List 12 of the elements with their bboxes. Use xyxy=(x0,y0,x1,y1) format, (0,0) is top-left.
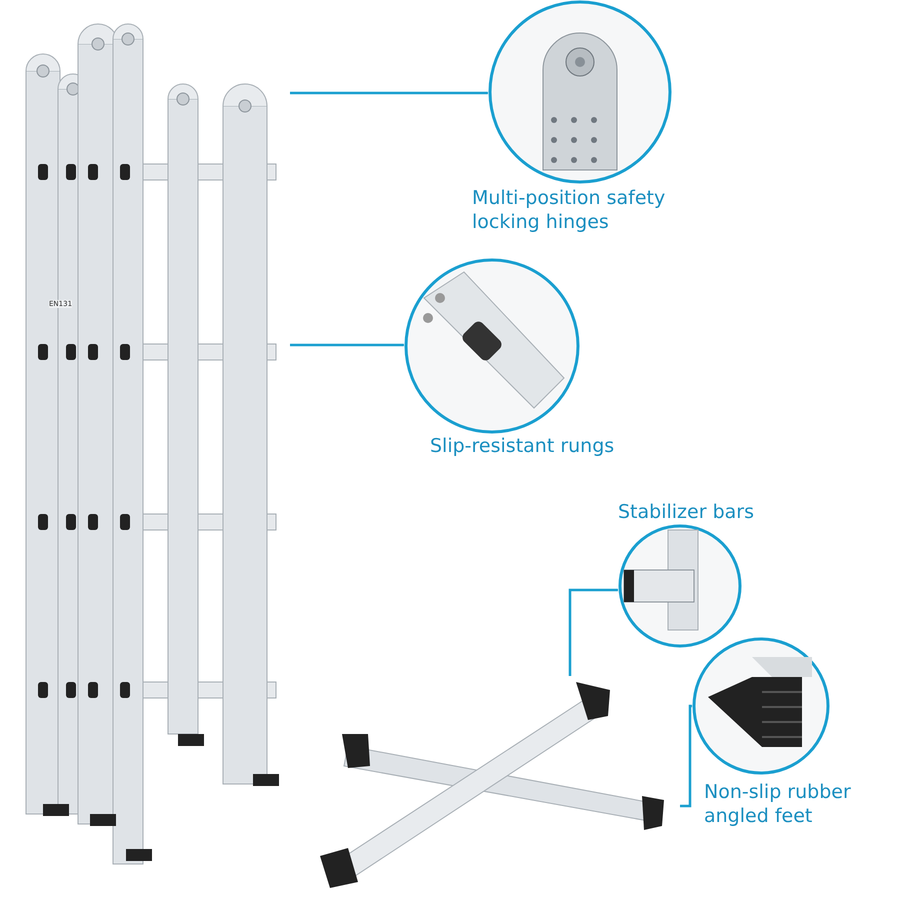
callout-caption: Non-slip rubber angled feet xyxy=(704,780,852,828)
rung-closeup-drawing xyxy=(404,258,580,434)
bar-closeup-drawing xyxy=(618,524,742,648)
foot-closeup-drawing xyxy=(692,637,830,775)
leader-line xyxy=(290,344,404,346)
leader-line xyxy=(568,588,618,676)
hinge-closeup-drawing xyxy=(488,0,672,184)
leader-line xyxy=(680,704,692,808)
callout-caption: Slip-resistant rungs xyxy=(430,434,616,458)
leader-line xyxy=(290,92,488,94)
callout-caption: Stabilizer bars xyxy=(618,500,755,524)
callout-caption: Multi-position safety locking hinges xyxy=(472,186,666,234)
